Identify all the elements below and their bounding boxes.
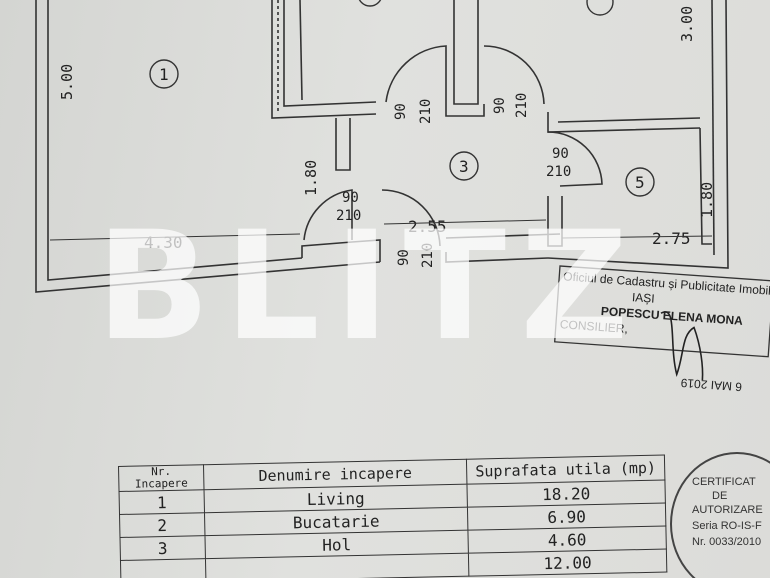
outer-wall-right	[547, 0, 729, 269]
door-4-width: 90	[342, 190, 359, 206]
door-5-width: 90	[396, 249, 412, 266]
wall-bottom-left	[351, 239, 381, 262]
row-nr: 1	[119, 489, 205, 515]
door-1-height: 210	[418, 99, 434, 124]
wall-bottom-right	[445, 233, 561, 239]
door-3-height: 210	[546, 164, 571, 180]
cert-line-3: AUTORIZARE	[692, 504, 763, 516]
room-number-5: 5	[635, 173, 645, 192]
door-swing-2	[483, 45, 545, 105]
wall-right-top-2	[557, 117, 701, 123]
dim-room5-height: 1.80	[698, 182, 716, 218]
watermark: BLITZ	[96, 200, 643, 374]
dim-room5-width: 2.75	[652, 229, 691, 248]
cert-line-5: Nr. 0033/2010	[692, 536, 762, 548]
door-2-width: 90	[492, 97, 508, 114]
outer-wall-inner	[47, 0, 303, 281]
floor-plan-drawing: 1 3 5 5.00 3.00 1.80 1.80 4.30 2.55 2.75…	[35, 0, 770, 394]
row-nr: 3	[119, 535, 206, 561]
row-name	[205, 553, 469, 578]
wall-living-top	[271, 0, 377, 119]
cert-line-2: DE	[712, 490, 728, 502]
cert-line-4: Seria RO-IS-F	[692, 520, 762, 532]
door-swing-5	[381, 189, 441, 247]
room-marker-4-partial	[586, 0, 614, 16]
outer-wall	[35, 0, 381, 293]
door-swing-1	[385, 45, 447, 104]
door-3-width: 90	[552, 146, 569, 162]
row-area: 12.00	[468, 549, 667, 577]
dim-living-height: 5.00	[58, 64, 76, 100]
header-nr: Nr. Incapere	[118, 464, 205, 492]
wall-living-top-2	[283, 0, 377, 107]
outer-wall-right-inner	[711, 0, 715, 256]
row-nr	[120, 558, 206, 578]
room-table: Nr. Incapere Denumire incapere Suprafata…	[118, 455, 667, 578]
wall-room5-left	[547, 196, 563, 247]
dim-room4-height: 3.00	[678, 6, 696, 42]
door-swing-3	[547, 131, 603, 187]
cert-line-1: CERTIFICAT	[692, 476, 756, 488]
dim-hall-width: 2.55	[408, 217, 447, 236]
wall-center	[453, 0, 479, 105]
wall-center-b	[445, 104, 485, 117]
door-5-height: 210	[420, 243, 436, 268]
door-swing-4	[303, 189, 353, 241]
wall-bottom-mid	[445, 252, 549, 263]
stamp-role: CONSILIER,	[559, 317, 628, 336]
room-number-3: 3	[459, 157, 469, 176]
room-marker-1	[149, 59, 179, 89]
room-marker-5	[625, 167, 655, 197]
wall-hall-left	[335, 118, 351, 171]
dim-hall-left: 1.80	[302, 160, 320, 196]
wall-kitchen	[299, 0, 303, 101]
wall-hall-bottom	[301, 241, 353, 258]
door-2-height: 210	[514, 93, 530, 118]
signature	[660, 311, 704, 381]
stamp-office-short: IAȘI	[632, 290, 656, 306]
stamp-date: 6 MAI 2019	[680, 376, 743, 394]
room-number-1: 1	[159, 65, 169, 84]
door-4-height: 210	[336, 208, 361, 224]
room-marker-2-partial	[358, 0, 382, 7]
wall-room5-right	[699, 127, 712, 245]
row-nr: 2	[119, 512, 205, 538]
room-marker-3	[449, 151, 479, 181]
door-1-width: 90	[393, 103, 409, 120]
